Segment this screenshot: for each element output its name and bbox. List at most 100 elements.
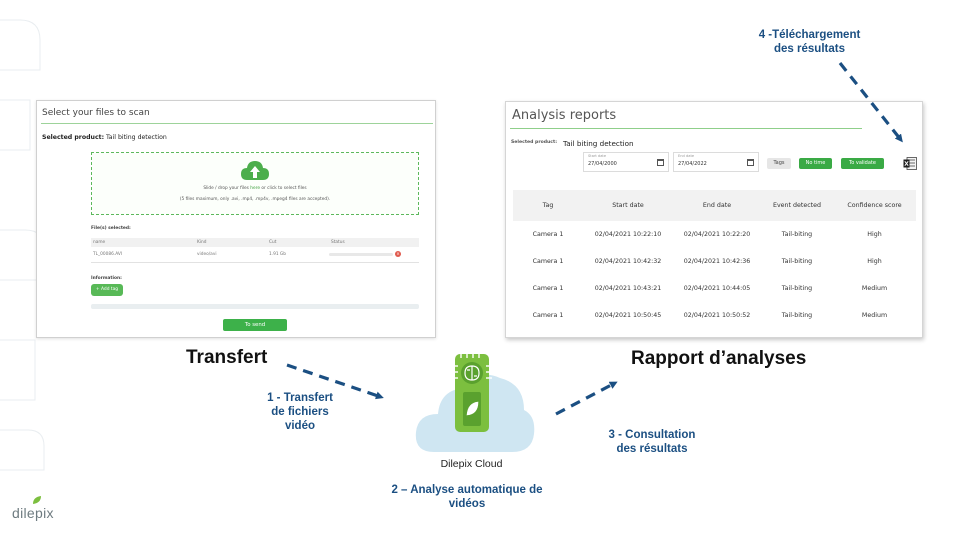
cell-tag: Camera 1 — [532, 285, 564, 292]
end-date-label: End date — [678, 154, 695, 158]
file-upload-progress — [329, 253, 393, 256]
cell-confidence: Medium — [861, 312, 888, 319]
send-button[interactable]: To send — [223, 319, 287, 331]
files-table: name Kind Cut Status TL_00086.AVI video/… — [91, 238, 419, 263]
cell-tag: Camera 1 — [532, 258, 564, 265]
cell-end-date: 02/04/2021 10:42:36 — [683, 258, 751, 265]
start-date-label: Start date — [588, 154, 607, 158]
drop-here-link[interactable]: here — [250, 186, 260, 191]
file-kind: video/avi — [197, 252, 217, 257]
cell-end-date: 02/04/2021 10:22:20 — [683, 231, 751, 238]
cell-start-date: 02/04/2021 10:50:45 — [594, 312, 662, 319]
dilepix-logo: dilepix — [12, 505, 54, 521]
header-start-date: Start date — [612, 202, 644, 209]
step-2-line-1: 2 – Analyse automatique de — [391, 484, 543, 496]
column-name: name — [93, 240, 106, 245]
cell-tag: Camera 1 — [532, 231, 564, 238]
cell-end-date: 02/04/2021 10:50:52 — [683, 312, 751, 319]
column-status: Status — [331, 240, 345, 245]
title-underline — [41, 123, 433, 124]
logo-leaf-icon — [33, 496, 41, 504]
upload-cloud-icon — [241, 161, 269, 180]
end-date-value: 27/04/2022 — [678, 161, 707, 167]
drop-instruction: Slide / drop your files here or click to… — [92, 186, 418, 191]
report-selected-product-value: Tail biting detection — [563, 139, 634, 148]
file-name: TL_00086.AVI — [93, 252, 123, 257]
step-1-line-3: vidéo — [284, 420, 316, 432]
cell-tag: Camera 1 — [532, 312, 564, 319]
to-validate-button[interactable]: To validate — [841, 158, 884, 169]
rapport-heading: Rapport d’analyses — [631, 348, 807, 369]
column-cut: Cut — [269, 240, 277, 245]
drop-text-after: or click to select files — [259, 186, 307, 191]
brain-icon — [464, 365, 480, 381]
selected-product-value: Tail biting detection — [106, 134, 167, 141]
excel-export-icon[interactable] — [903, 157, 917, 170]
start-date-field[interactable]: Start date 27/04/2000 — [583, 152, 669, 172]
step-4-line-2: des résultats — [774, 43, 845, 55]
selected-product: Selected product: Tail biting detection — [42, 134, 167, 141]
table-row[interactable]: Camera 1 02/04/2021 10:43:21 02/04/2021 … — [513, 275, 916, 302]
drop-hint: (5 files maximum, only .avi, .mp4, .mp4v… — [179, 197, 331, 202]
drop-text-before: Slide / drop your files — [203, 186, 251, 191]
step-2-label: 2 – Analyse automatique de vidéos — [372, 483, 562, 511]
information-label: Information: — [91, 276, 122, 281]
cell-confidence: High — [867, 258, 882, 265]
header-event-detected: Event detected — [772, 202, 822, 209]
files-selected-label: File(s) selected: — [91, 226, 131, 231]
calendar-icon[interactable] — [747, 159, 754, 166]
cell-confidence: High — [867, 231, 882, 238]
step-1-label: 1 - Transfert de fichiers vidéo — [252, 391, 348, 433]
arrow-consultation — [555, 381, 618, 416]
cell-start-date: 02/04/2021 10:22:10 — [594, 231, 662, 238]
table-row[interactable]: Camera 1 02/04/2021 10:22:10 02/04/2021 … — [513, 221, 916, 248]
add-tag-button[interactable]: + Add tag — [91, 284, 123, 296]
header-end-date: End date — [702, 202, 732, 209]
cell-start-date: 02/04/2021 10:42:32 — [594, 258, 662, 265]
step-2-line-2: vidéos — [448, 498, 486, 510]
end-date-field[interactable]: End date 27/04/2022 — [673, 152, 759, 172]
header-confidence-score: Confidence score — [847, 202, 902, 209]
transfert-heading: Transfert — [186, 347, 268, 368]
cell-event: Tail-biting — [781, 231, 813, 238]
step-3-label: 3 - Consultation des résultats — [592, 428, 712, 456]
report-selected-product-label: Selected product: — [511, 140, 558, 145]
calendar-icon[interactable] — [657, 159, 664, 166]
step-3-line-1: 3 - Consultation — [608, 429, 696, 441]
step-4-label: 4 -Téléchargement des résultats — [742, 28, 877, 56]
cell-event: Tail-biting — [781, 285, 813, 292]
report-table: Tag Start date End date Event detected C… — [513, 190, 916, 329]
title-underline — [510, 128, 862, 129]
start-date-value: 27/04/2000 — [588, 161, 617, 167]
step-4-line-1: 4 -Téléchargement — [758, 29, 861, 41]
upload-progress-bar — [91, 304, 419, 309]
table-row[interactable]: Camera 1 02/04/2021 10:42:32 02/04/2021 … — [513, 248, 916, 275]
leaf-icon — [466, 401, 479, 416]
step-3-line-2: des résultats — [616, 443, 688, 455]
cell-confidence: Medium — [861, 285, 888, 292]
table-row[interactable]: Camera 1 02/04/2021 10:50:45 02/04/2021 … — [513, 302, 916, 329]
header-tag: Tag — [542, 202, 554, 209]
report-table-header: Tag Start date End date Event detected C… — [513, 190, 916, 221]
column-kind: Kind — [197, 240, 207, 245]
selected-product-label: Selected product: — [42, 134, 105, 141]
files-table-header — [91, 238, 419, 247]
tags-button[interactable]: Tags — [767, 158, 791, 169]
file-dropzone[interactable]: Slide / drop your files here or click to… — [91, 152, 419, 215]
no-time-button[interactable]: No time — [799, 158, 832, 169]
file-size: 1.91 Gb — [269, 252, 286, 257]
remove-file-button[interactable]: × — [395, 251, 401, 257]
cell-end-date: 02/04/2021 10:44:05 — [683, 285, 751, 292]
report-panel-title: Analysis reports — [512, 108, 617, 123]
cell-event: Tail-biting — [781, 258, 813, 265]
analysis-report-panel: Analysis reports Selected product: Tail … — [505, 101, 923, 338]
step-1-line-1: 1 - Transfert — [267, 392, 333, 404]
cell-start-date: 02/04/2021 10:43:21 — [594, 285, 662, 292]
upload-panel: Select your files to scan Selected produ… — [36, 100, 436, 338]
cell-event: Tail-biting — [781, 312, 813, 319]
cloud-icon — [415, 352, 535, 452]
step-1-line-2: de fichiers — [271, 406, 329, 418]
cloud-caption: Dilepix Cloud — [440, 458, 503, 470]
chip-icon — [452, 352, 492, 432]
upload-panel-title: Select your files to scan — [42, 108, 150, 118]
